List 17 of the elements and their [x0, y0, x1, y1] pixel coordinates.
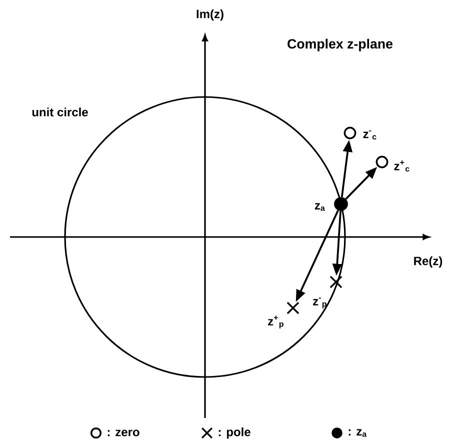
- legend-label: : z$_{a}$: [348, 429, 367, 437]
- title: Complex z-plane: [288, 38, 393, 52]
- point-marker: [334, 197, 348, 211]
- circle-label: unit circle: [32, 108, 88, 116]
- legend-label: : pole: [218, 427, 250, 439]
- point-label: z$^{+}$c: [394, 160, 410, 172]
- axis-label: Re(z): [414, 256, 442, 268]
- zero-marker: [376, 156, 388, 168]
- axis-label: Im(z): [196, 9, 224, 21]
- point-label: z$^{-}$p: [313, 298, 326, 308]
- zero-marker: [344, 126, 356, 140]
- point-label: z$_{a}$: [314, 203, 325, 211]
- pole-marker: [330, 276, 342, 288]
- legend-label: : zero: [108, 430, 140, 436]
- point-label: z$^{-}$c: [363, 130, 376, 140]
- pole-marker: [286, 302, 300, 314]
- point-label: z$^{+}$p: [268, 316, 284, 328]
